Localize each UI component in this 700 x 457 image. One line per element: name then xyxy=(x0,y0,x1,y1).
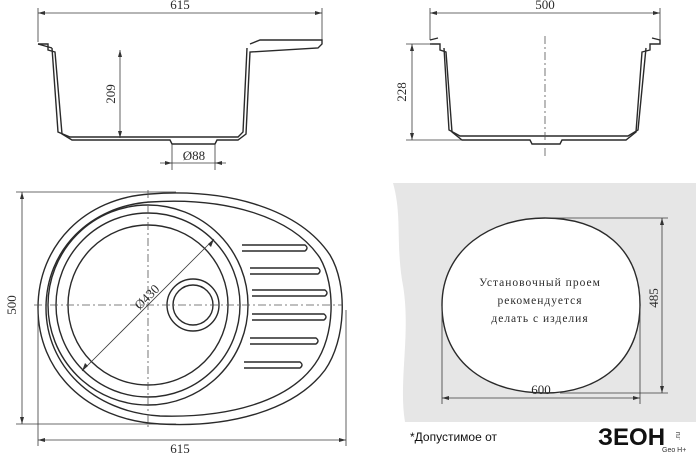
cutout-width-label: 600 xyxy=(531,382,551,397)
cutout-note-line-3: делать с изделия xyxy=(491,313,588,325)
top-width-label: 615 xyxy=(170,441,190,456)
long-depth-label: 209 xyxy=(103,84,118,104)
cutout-view: Установочный проем рекомендуется делать … xyxy=(393,183,696,422)
cutout-note-line-2: рекомендуется xyxy=(497,295,582,307)
bowl-diameter-label: Ø430 xyxy=(131,281,162,312)
short-depth-label: 228 xyxy=(394,82,409,102)
short-width-label: 500 xyxy=(535,0,555,12)
footnote: *Допустимое от xyxy=(410,430,498,444)
drain-diameter-label: Ø88 xyxy=(183,148,205,163)
cutout-outline xyxy=(441,217,641,394)
long-width-label: 615 xyxy=(170,0,190,12)
brand-suffix: .ru xyxy=(675,432,682,440)
top-height-label: 500 xyxy=(4,295,19,315)
brand-logo: ЗЕОН .ru Geo H+ xyxy=(598,424,686,454)
brand-logo-text: ЗЕОН xyxy=(598,424,665,451)
top-view: 500 Ø430 615 xyxy=(4,190,347,456)
side-view-long: 615 209 Ø88 xyxy=(37,0,323,170)
cutout-height-label: 485 xyxy=(646,288,661,308)
side-view-short: 500 228 xyxy=(394,0,661,156)
brand-sub: Geo H+ xyxy=(662,447,686,454)
cutout-note-line-1: Установочный проем xyxy=(479,277,601,289)
